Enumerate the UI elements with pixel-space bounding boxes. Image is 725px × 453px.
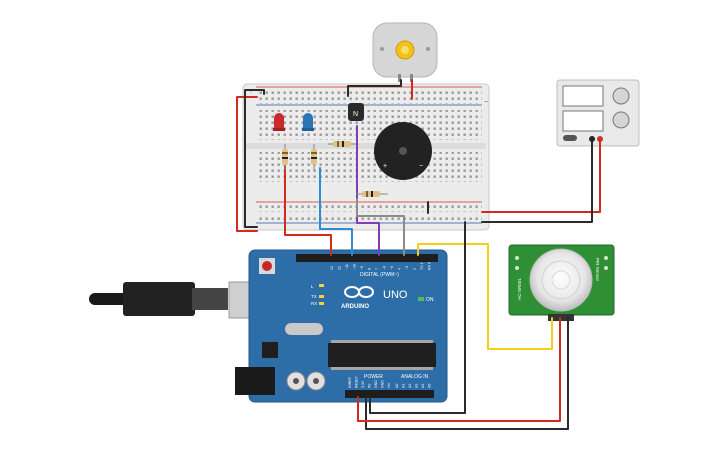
pin-label: A3 <box>415 384 419 388</box>
pin-label: A4 <box>421 384 425 388</box>
pin-label: ~5 <box>390 266 394 270</box>
pir-sensor: PIR Sensor HC-SR501 <box>508 244 615 321</box>
power-label: POWER <box>364 374 383 380</box>
rx-label: RX <box>311 301 317 306</box>
wire-red-pir-vcc <box>357 317 561 422</box>
pin-label: TX 1 <box>420 262 424 270</box>
led-red <box>273 113 285 131</box>
pin-label: ~6 <box>383 266 387 270</box>
digital-label: DIGITAL (PWM~) <box>360 272 399 278</box>
pin-label: A5 <box>428 384 432 388</box>
analog-label: ANALOG IN <box>401 374 429 380</box>
pin-label: ~11 <box>345 264 349 270</box>
wire-red-power-supply <box>481 138 601 213</box>
breadboard: + − <box>242 83 490 231</box>
wire-blue-led <box>319 167 353 256</box>
pin-label: 8 <box>368 268 372 270</box>
wire-red-breadboard-left <box>236 96 258 232</box>
pin-label: ~10 <box>353 264 357 270</box>
pin-label: ~3 <box>405 266 409 270</box>
wire-black-pir-gnd <box>365 317 569 430</box>
transistor-label: N <box>353 111 358 118</box>
pin-label: GND <box>381 380 385 388</box>
wire-black-power-supply <box>481 138 593 223</box>
pin-label: RX 0 <box>428 262 432 270</box>
pin-label: 2 <box>413 268 417 270</box>
arduino-brand: ARDUINO <box>341 304 369 310</box>
tx-label: TX <box>311 294 317 299</box>
pin-label: Vin <box>387 383 391 388</box>
resistor-2 <box>311 144 317 170</box>
pir-label-left: HC-SR501 <box>517 278 522 300</box>
rail-minus-label: − <box>484 99 488 106</box>
wire-red-led <box>284 165 332 256</box>
pin-label: 7 <box>375 268 379 270</box>
pin-label: A2 <box>408 384 412 388</box>
wire-yellow-pir <box>417 243 553 350</box>
pin-label: ~9 <box>360 266 364 270</box>
pin-label: 12 <box>338 266 342 270</box>
pin-label: RESET <box>355 375 359 388</box>
resistor-3 <box>328 141 356 147</box>
usb-cable <box>89 281 266 319</box>
arduino-uno: ON ARDUINO UNO L TX RX POWER ANALOG IN <box>89 249 448 403</box>
power-supply <box>556 79 640 147</box>
pin-label: 4 <box>398 268 402 270</box>
led-blue <box>302 113 314 131</box>
pin-label: A0 <box>395 384 399 388</box>
buzzer-plus-label: + <box>383 163 387 170</box>
buzzer-minus-label: − <box>419 163 423 170</box>
transistor: N <box>348 103 364 121</box>
pir-label-right: PIR Sensor <box>595 258 600 282</box>
wire-gray-buzzer <box>356 198 405 256</box>
pin-label: IOREF <box>348 376 352 388</box>
rail-plus-label: + <box>249 88 253 95</box>
arduino-logo <box>344 286 374 298</box>
wire-black-breadboard-left <box>244 89 265 228</box>
pin-label: A1 <box>402 384 406 388</box>
buzzer: + − <box>374 122 432 180</box>
pin-label: 5V <box>368 383 372 388</box>
pin-label: 13 <box>330 266 334 270</box>
wire-black-motor <box>347 79 402 97</box>
resistor-4 <box>356 191 388 197</box>
wire-purple-transistor <box>356 125 380 256</box>
pin-label: 3.3V <box>361 380 365 388</box>
wires <box>236 79 601 430</box>
l-label: L <box>311 284 314 289</box>
resistor-1 <box>282 144 288 170</box>
board-name: UNO <box>383 289 408 301</box>
on-label: ON <box>426 297 434 303</box>
pin-label: GND <box>374 380 378 388</box>
wire-black-gnd <box>369 221 466 414</box>
dc-motor <box>372 22 438 82</box>
